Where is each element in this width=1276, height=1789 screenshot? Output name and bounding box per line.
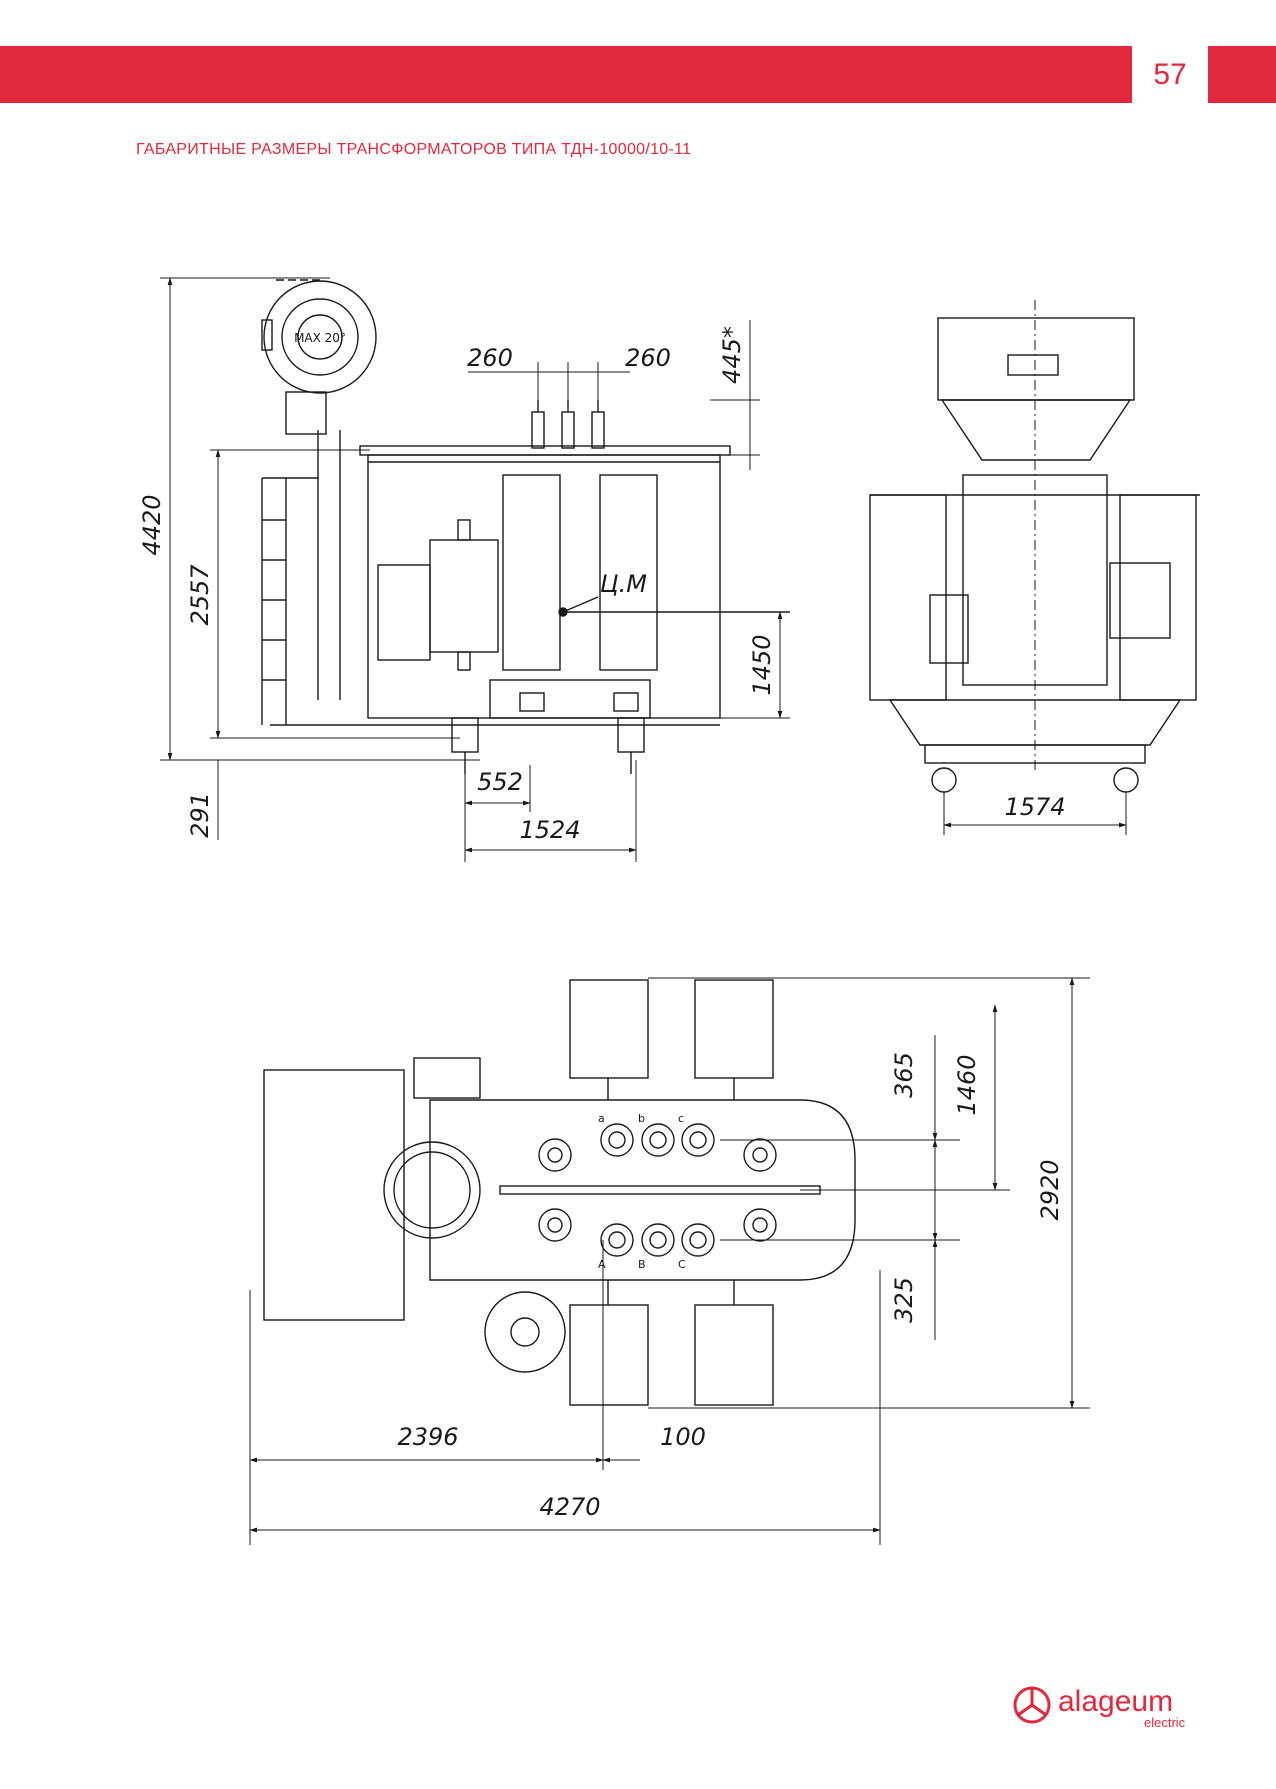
bushing-label-b: b bbox=[638, 1112, 645, 1125]
side-view bbox=[160, 277, 790, 862]
dim-lv-offset: 365 bbox=[890, 1052, 918, 1098]
front-conservator bbox=[937, 317, 1135, 401]
bushing-label-B: B bbox=[638, 1258, 646, 1271]
dim-bushing-top: 445* bbox=[718, 326, 746, 384]
dim-bushing-spacing-left: 260 bbox=[467, 344, 513, 372]
dim-wheel-height: 291 bbox=[186, 792, 214, 838]
dim-cg-height: 1450 bbox=[748, 634, 776, 695]
center-of-mass-label: Ц.М bbox=[600, 570, 647, 598]
conservator-label: МАХ 20° bbox=[294, 331, 346, 345]
dim-bushing-spacing-right: 260 bbox=[625, 344, 671, 372]
bushing-label-a: a bbox=[598, 1112, 605, 1125]
radiator-2 bbox=[599, 474, 658, 671]
dim-track-width: 1574 bbox=[1004, 793, 1065, 821]
dim-overall-width: 2920 bbox=[1036, 1159, 1064, 1220]
dim-tank-height: 2557 bbox=[186, 564, 214, 626]
tank bbox=[367, 454, 721, 719]
alageum-logo: alageum electric bbox=[1013, 1685, 1186, 1730]
page-number: 57 bbox=[1153, 57, 1187, 91]
side-view-labels: 4420 2557 291 1450 445* 260 260 Ц.М 552 … bbox=[138, 326, 776, 844]
header-bar-right bbox=[1208, 46, 1276, 103]
plan-tank bbox=[429, 1099, 856, 1281]
plan-view-labels: 365 1460 2920 325 2396 100 4270 a b c A … bbox=[397, 1052, 1064, 1521]
dim-overall-height: 4420 bbox=[138, 494, 166, 555]
dim-bushing-from-edge: 2396 bbox=[397, 1423, 458, 1451]
conservator bbox=[263, 280, 377, 394]
bushings bbox=[531, 400, 605, 449]
logo-sub: electric bbox=[1144, 1715, 1186, 1730]
page-title: ГАБАРИТНЫЕ РАЗМЕРЫ ТРАНСФОРМАТОРОВ ТИПА … bbox=[136, 141, 692, 158]
dim-wheel-offset: 552 bbox=[477, 768, 523, 796]
logo-icon bbox=[1013, 1686, 1051, 1724]
plan-conservator bbox=[263, 1069, 405, 1321]
dim-overall-length: 4270 bbox=[539, 1493, 600, 1521]
plan-view bbox=[249, 977, 1090, 1545]
bushing-label-C: C bbox=[678, 1258, 686, 1271]
dim-hv-offset: 325 bbox=[890, 1277, 918, 1323]
header-bar-left bbox=[0, 46, 1132, 103]
bushing-label-c: c bbox=[678, 1112, 684, 1125]
bushing-label-A: A bbox=[598, 1258, 606, 1271]
dim-wheel-base: 1524 bbox=[519, 816, 580, 844]
front-view bbox=[869, 300, 1200, 835]
dim-bushing-offset: 100 bbox=[660, 1423, 706, 1451]
dim-bushing-axis: 1460 bbox=[953, 1054, 981, 1115]
radiator-1 bbox=[502, 474, 561, 671]
logo-brand: alageum bbox=[1058, 1685, 1173, 1718]
